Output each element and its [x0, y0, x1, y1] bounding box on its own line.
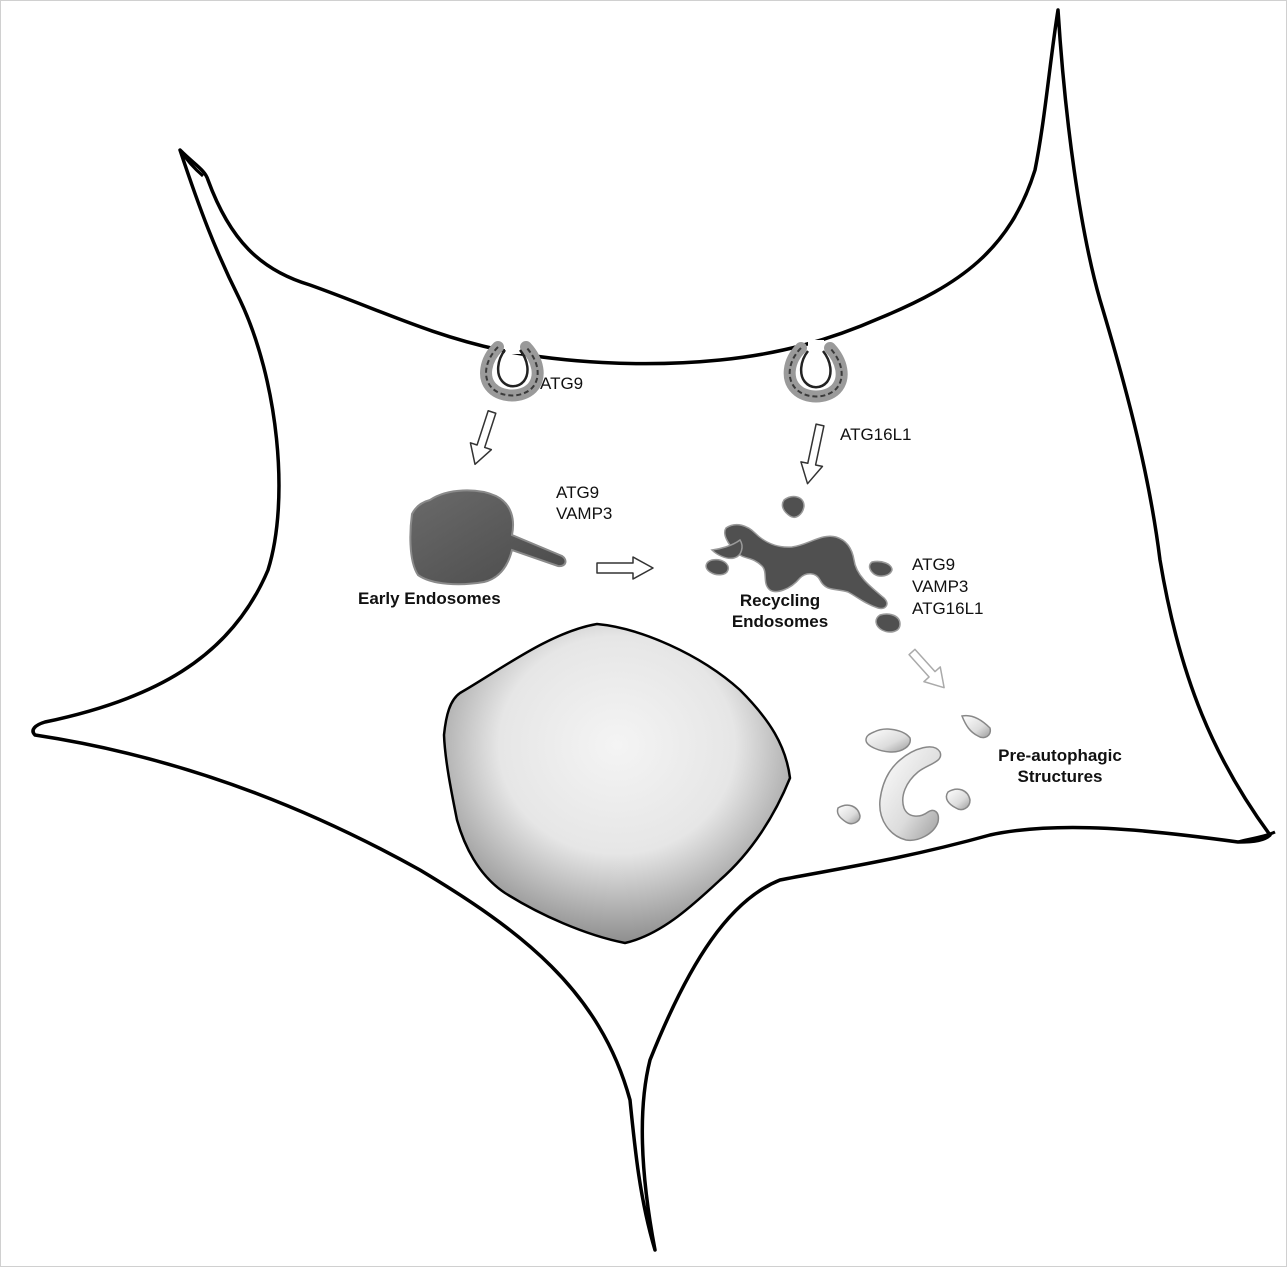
pit-left-label: ATG9	[540, 373, 583, 394]
recycling-endosome-protein-1: ATG9	[912, 554, 955, 575]
recycling-endosome-title-line1: Recycling	[710, 590, 850, 611]
cell-membrane	[33, 10, 1270, 1250]
membrane-gap-right	[808, 340, 824, 356]
recycling-endosome-protein-2: VAMP3	[912, 576, 968, 597]
membrane-gap-left	[505, 338, 521, 354]
recycling-endosome-protein-3: ATG16L1	[912, 598, 984, 619]
recycling-endosome-title-line2: Endosomes	[710, 611, 850, 632]
early-endosome-protein-1: ATG9	[556, 482, 599, 503]
pre-autophagic-title-line2: Structures	[980, 766, 1140, 787]
pit-right-label: ATG16L1	[840, 424, 912, 445]
pre-autophagic-title-line1: Pre-autophagic	[980, 745, 1140, 766]
early-endosome-title: Early Endosomes	[358, 588, 501, 609]
early-endosome-protein-2: VAMP3	[556, 503, 612, 524]
